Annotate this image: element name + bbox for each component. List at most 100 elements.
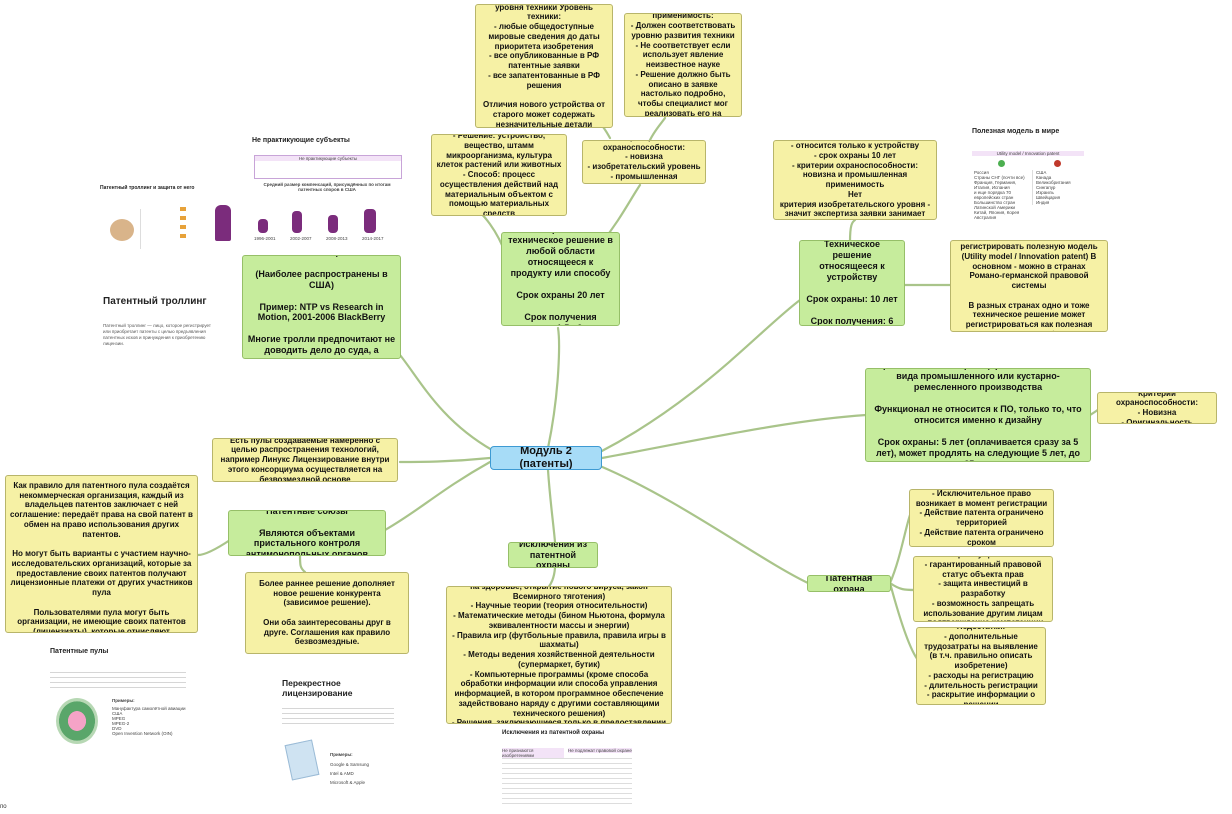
no-5: Швейцария xyxy=(1036,195,1061,200)
no-1: Канада xyxy=(1036,175,1052,180)
node-disadvantages[interactable]: Недостатки: - дополнительные трудозатрат… xyxy=(916,627,1046,705)
thumb-cross-licensing: Перекрестное лицензирование Примеры: Goo… xyxy=(282,678,398,798)
thumb-non-practicing-box: Не практикующие субъекты xyxy=(254,155,402,179)
node-industrial-design[interactable]: Промышленный образец: решение внешнего в… xyxy=(865,368,1091,462)
node-cross-licensing[interactable]: Кросс-лицензирование Более раннее решени… xyxy=(245,572,409,654)
troll-figure-icon xyxy=(215,205,231,241)
link-utility-diff xyxy=(848,218,857,244)
thumb-cross-examples-title: Примеры: xyxy=(330,752,353,757)
thumb-exclusions-lines xyxy=(502,758,632,808)
yes-5: Китай, Япония, Корея xyxy=(974,210,1020,215)
pool-example-3: DVD xyxy=(112,726,122,731)
thumb-utility-world-title: Полезная модель в мире xyxy=(972,128,1060,135)
node-pools-note[interactable]: Есть пулы создаваемые намеренно с целью … xyxy=(212,438,398,482)
node-solution[interactable]: - Решение: устройство, вещество, штамм м… xyxy=(431,134,567,216)
yes-1: Страны СНГ (почти все) xyxy=(974,175,1025,180)
node-patent-unions[interactable]: Патентные союзы Являются объектами прист… xyxy=(228,510,386,556)
bag-4 xyxy=(364,209,376,233)
node-utility-world[interactable]: Не все страны позволяют регистрировать п… xyxy=(950,240,1108,332)
link-excl-list xyxy=(546,566,557,590)
troll-image-icon xyxy=(110,219,134,241)
protection-bullets-icon xyxy=(180,207,186,243)
year-3: 2008-2013 xyxy=(326,236,348,241)
node-exclusions-list[interactable]: - Открытия (закономерности влияния новых… xyxy=(446,586,672,724)
link-protection-right xyxy=(888,513,912,585)
thumb-cross-title: Перекрестное лицензирование xyxy=(282,678,353,698)
yes-6: Австралия xyxy=(974,215,997,220)
node-exclusive-right[interactable]: - Исключительное право возникает в момен… xyxy=(909,489,1054,547)
thumb-trolling-title: Патентный троллинг xyxy=(103,296,207,307)
thumb-pools-text xyxy=(50,672,186,690)
link-criteria-industrial xyxy=(648,116,667,142)
link-unions-pool xyxy=(196,538,232,557)
thumb-pools-examples: Мануфактура самолётной авиации США MPEG … xyxy=(112,706,190,736)
node-patent-trolls[interactable]: Патентные тролли (Наиболее распространен… xyxy=(242,255,401,359)
link-root-invention xyxy=(546,326,561,450)
link-protection-adv xyxy=(888,581,917,592)
cross-example-1: Intel & AMD xyxy=(330,771,354,776)
node-utility-diff[interactable]: Отличия от изобретения: - относится толь… xyxy=(773,140,937,220)
link-root-trolls xyxy=(398,353,494,452)
check-icon xyxy=(998,160,1005,167)
no-2: Великобритания xyxy=(1036,180,1071,185)
thumb-non-practicing: Не практикующие субъекты Не практикующие… xyxy=(252,137,402,247)
thumb-utility-yes-col: Россия Страны СНГ (почти все) Франция, Г… xyxy=(974,170,1028,220)
yes-3: и еще порядка 70 европейских стран xyxy=(974,190,1014,200)
node-patent-protection[interactable]: Патентная охрана xyxy=(807,575,891,592)
node-invention[interactable]: Изобретение: техническое решение в любой… xyxy=(501,232,620,326)
thumb-non-practicing-box-title: Не практикующие субъекты xyxy=(255,156,401,161)
link-root-utility xyxy=(598,298,802,454)
node-criteria-design[interactable]: Критерии охраноспособности: - Новизна - … xyxy=(1097,392,1217,424)
thumb-cross-text xyxy=(282,708,394,728)
thumb-utility-no-col: США Канада Великобритания Сингапур Израи… xyxy=(1032,170,1086,205)
cross-example-2: Microsoft & Apple xyxy=(330,780,366,785)
link-root-protection xyxy=(598,464,810,585)
yes-0: Россия xyxy=(974,170,989,175)
no-0: США xyxy=(1036,170,1047,175)
node-patent-pool[interactable]: Патентный пул: если объединяются владель… xyxy=(5,475,198,633)
link-unions-cross xyxy=(298,553,307,574)
cross-example-0: Google & Samsung xyxy=(330,762,370,767)
root-node[interactable]: Модуль 2 (патенты) xyxy=(490,446,602,470)
year-2: 2002-2007 xyxy=(290,236,312,241)
year-1: 1996-2001 xyxy=(254,236,276,241)
thumb-troll-text xyxy=(140,209,175,249)
no-3: Сингапур xyxy=(1036,185,1056,190)
thumb-exclusions-col2: Не подлежат правовой охране xyxy=(568,748,632,753)
year-4: 2014-2017 xyxy=(362,236,384,241)
pool-network-icon xyxy=(56,698,98,744)
thumb-pools-examples-title: Примеры: xyxy=(112,698,135,703)
bag-3 xyxy=(328,215,338,233)
node-criteria-invention[interactable]: Критерии охраноспособности: - новизна - … xyxy=(582,140,706,184)
thumb-trolling: Патентный троллинг Патентный троллинг — … xyxy=(103,296,213,356)
thumb-exclusions-col1: Не признаются изобретениями xyxy=(502,748,564,758)
node-utility-model[interactable]: Полезная модель: Техническое решение отн… xyxy=(799,240,905,326)
thumb-pools-title: Патентные пулы xyxy=(50,648,109,655)
thumb-utility-world-header: Utility model / Innovation patent xyxy=(972,151,1084,156)
thumb-troll-protection: Патентный троллинг и защита от него xyxy=(100,185,212,255)
thumb-exclusions: Исключения из патентной охраны Не призна… xyxy=(502,730,634,810)
link-root-unions xyxy=(383,460,492,532)
thumb-exclusions-title: Исключения из патентной охраны xyxy=(502,730,605,736)
node-industrial-applicability[interactable]: Промышленная применимость: - Должен соот… xyxy=(624,13,742,117)
pool-example-4: Open Invention Network (OIN) xyxy=(112,731,173,736)
yes-2: Франция, Германия, Италия, Испания xyxy=(974,180,1017,190)
bag-2 xyxy=(292,211,302,233)
link-root-pools-note xyxy=(398,456,492,464)
thumb-utility-world: Полезная модель в мире Utility model / I… xyxy=(972,128,1084,234)
thumb-non-practicing-subtitle: Средний размер компенсаций, присуждённых… xyxy=(263,182,391,192)
node-advantages[interactable]: Преимущества: - гарантированный правовой… xyxy=(913,556,1053,622)
yes-4: Большинство стран Латинской Америки xyxy=(974,200,1016,210)
node-exclusions[interactable]: Исключения из патентной охраны xyxy=(508,542,598,568)
document-icon xyxy=(284,739,320,781)
thumb-trolling-text: Патентный троллинг — лицо, которое регис… xyxy=(103,323,211,347)
thumb-patent-pools: Патентные пулы Примеры: Мануфактура само… xyxy=(50,648,190,758)
pool-example-0: Мануфактура самолётной авиации США xyxy=(112,706,186,716)
corner-text: по xyxy=(0,804,7,810)
link-root-exclusions xyxy=(546,468,557,544)
stop-icon xyxy=(1054,160,1061,167)
thumb-cross-examples: Google & Samsung Intel & AMD Microsoft &… xyxy=(330,762,398,785)
no-6: Индия xyxy=(1036,200,1050,205)
node-novelty[interactable]: Новизна - не известно из уровня техники … xyxy=(475,4,613,128)
